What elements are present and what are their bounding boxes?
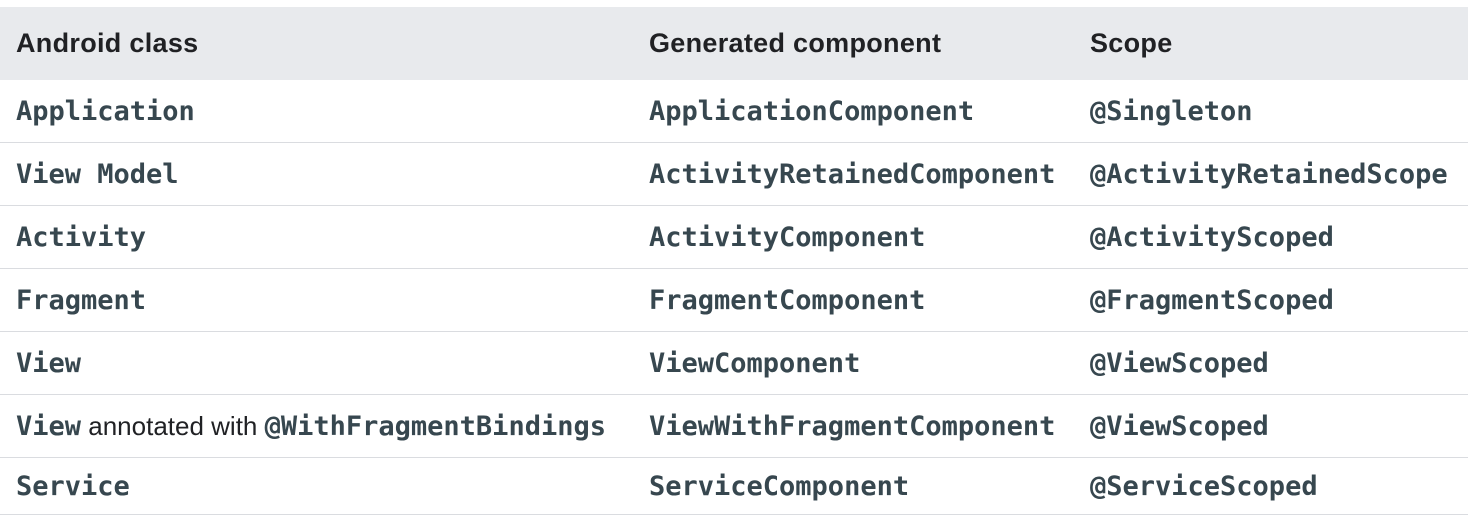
table-row: View Model ActivityRetainedComponent @Acti… [0, 142, 1468, 206]
cell-generated-component: ViewComponent [633, 331, 1074, 395]
cell-scope: @Singleton [1074, 80, 1468, 143]
code-text: View [16, 347, 82, 379]
code-text: @WithFragmentBindings [264, 410, 606, 442]
plain-text: annotated with [81, 410, 265, 441]
cell-android-class: Service [0, 457, 633, 515]
code-text: @ViewScoped [1090, 410, 1269, 442]
cell-generated-component: ActivityRetainedComponent [633, 142, 1074, 206]
table-row: Activity ActivityComponent @ActivityScoped [0, 205, 1468, 269]
cell-generated-component: ServiceComponent [633, 457, 1074, 515]
code-text: @ViewScoped [1090, 347, 1269, 379]
header-row: Android class Generated component Scope [0, 7, 1468, 80]
code-text: View Model [16, 158, 179, 190]
cell-android-class: Fragment [0, 268, 633, 332]
cell-android-class: View Model [0, 142, 633, 206]
column-header-scope: Scope [1074, 7, 1468, 80]
code-text: @ServiceScoped [1090, 470, 1318, 502]
cell-scope: @ActivityScoped [1074, 205, 1468, 269]
table-row: Service ServiceComponent @ServiceScoped [0, 457, 1468, 515]
code-text: ViewWithFragmentComponent [649, 410, 1056, 442]
cell-generated-component: ViewWithFragmentComponent [633, 394, 1074, 458]
cell-scope: @FragmentScoped [1074, 268, 1468, 332]
code-text: ApplicationComponent [649, 95, 975, 127]
code-text: @FragmentScoped [1090, 284, 1334, 316]
table-header: Android class Generated component Scope [0, 7, 1468, 80]
cell-generated-component: ActivityComponent [633, 205, 1074, 269]
code-text: ViewComponent [649, 347, 861, 379]
code-text: ActivityRetainedComponent [649, 158, 1056, 190]
code-text: FragmentComponent [649, 284, 926, 316]
table-row: View ViewComponent @ViewScoped [0, 331, 1468, 395]
code-text: Application [16, 95, 195, 127]
cell-generated-component: FragmentComponent [633, 268, 1074, 332]
code-text: View [16, 410, 82, 442]
cell-generated-component: ApplicationComponent [633, 80, 1074, 143]
code-text: Activity [16, 221, 147, 253]
cell-android-class: Application [0, 80, 633, 143]
code-text: @ActivityScoped [1090, 221, 1334, 253]
code-text: ActivityComponent [649, 221, 926, 253]
table-row: Application ApplicationComponent @Singleto… [0, 80, 1468, 143]
table-row: Fragment FragmentComponent @FragmentScoped [0, 268, 1468, 332]
code-text: ServiceComponent [649, 470, 910, 502]
code-text: @Singleton [1090, 95, 1253, 127]
table-row: View annotated with @WithFragmentBinding… [0, 394, 1468, 458]
cell-scope: @ActivityRetainedScope [1074, 142, 1468, 206]
cell-scope: @ViewScoped [1074, 331, 1468, 395]
cell-android-class: View [0, 331, 633, 395]
cell-scope: @ViewScoped [1074, 394, 1468, 458]
column-header-generated-component: Generated component [633, 7, 1074, 80]
code-text: @ActivityRetainedScope [1090, 158, 1448, 190]
cell-scope: @ServiceScoped [1074, 457, 1468, 515]
cell-android-class: View annotated with @WithFragmentBinding… [0, 394, 633, 458]
code-text: Fragment [16, 284, 147, 316]
hilt-components-table: Android class Generated component Scope … [0, 7, 1468, 515]
column-header-android-class: Android class [0, 7, 633, 80]
cell-android-class: Activity [0, 205, 633, 269]
table-body: Application ApplicationComponent @Singleto… [0, 80, 1468, 515]
code-text: Service [16, 470, 130, 502]
